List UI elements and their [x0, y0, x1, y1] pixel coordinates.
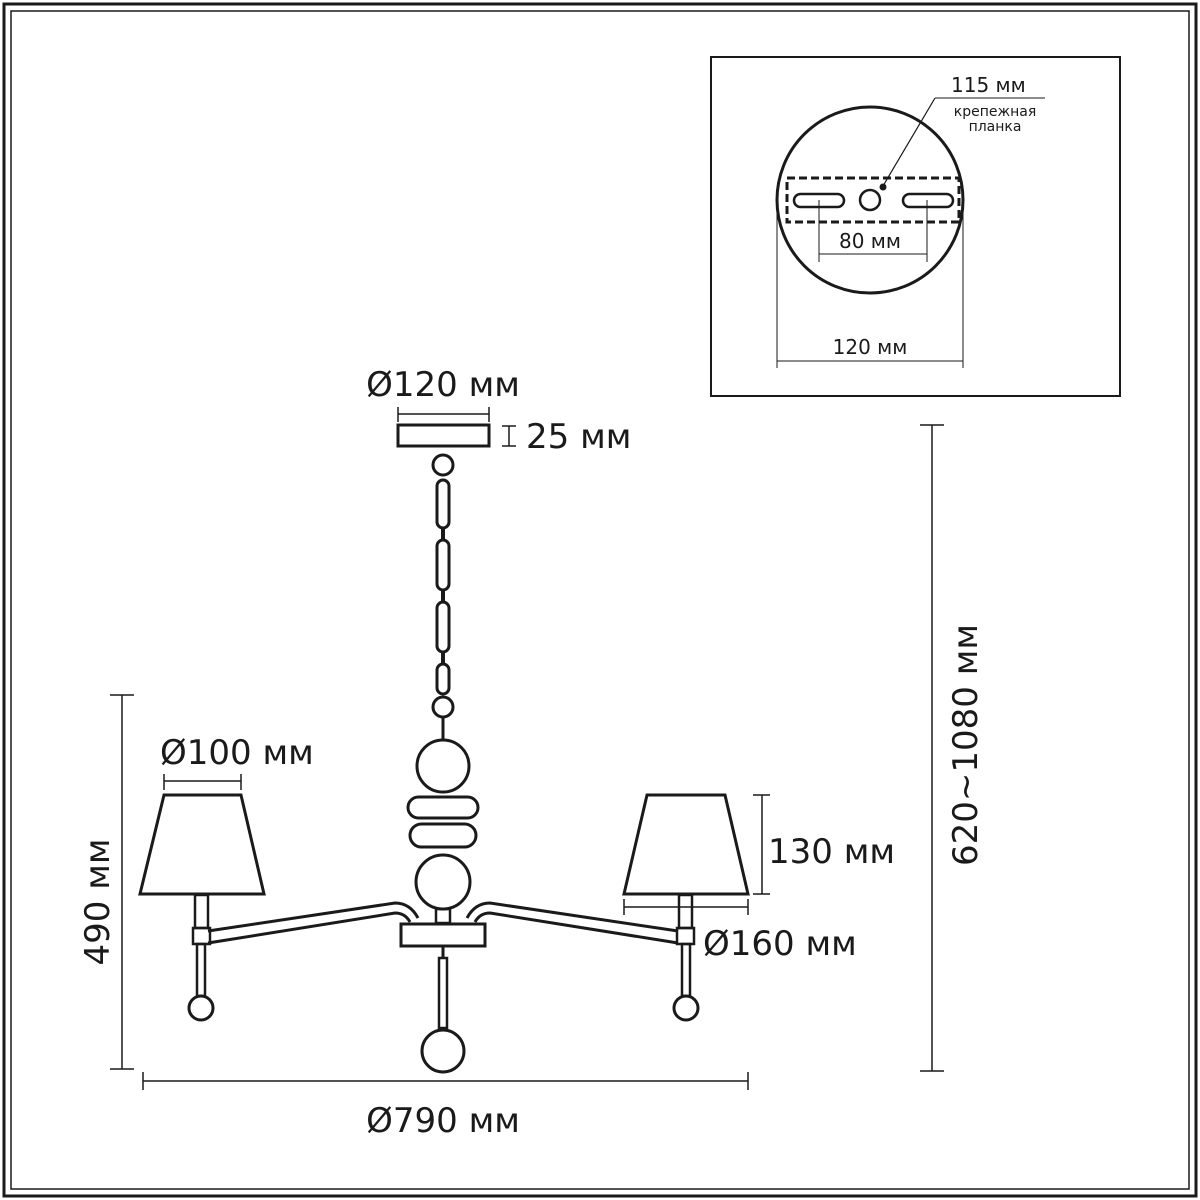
body-height-label: 490 мм [78, 838, 118, 965]
shade-bottom-label: Ø160 мм [703, 924, 857, 964]
shade-top-label: Ø100 мм [160, 733, 314, 773]
plate-name-line2: планка [969, 119, 1022, 135]
canopy [396, 423, 491, 448]
shade-top-dimension: Ø100 мм [160, 733, 314, 790]
left-socket [193, 893, 210, 930]
canopy-height-dimension: 25 мм [502, 417, 631, 457]
base-circle [775, 105, 965, 295]
total-height-label: 620~1080 мм [946, 624, 986, 866]
shade-bottom-dimension: Ø160 мм [623, 899, 857, 964]
shade-height-dimension: 130 мм [753, 794, 895, 895]
chain [431, 453, 455, 740]
plate-length-label: 115 мм [951, 73, 1026, 97]
column-ball-bottom [414, 853, 472, 911]
hole-spacing-label: 80 мм [839, 229, 901, 253]
arm-hub [399, 922, 487, 948]
total-diameter-label: Ø790 мм [366, 1101, 520, 1141]
right-arm [465, 793, 750, 1022]
mounting-plate-outline [785, 176, 961, 224]
column-disc-1 [406, 795, 480, 820]
body-height-dimension: 490 мм [78, 694, 134, 1070]
mounting-plate-inset: 115 мм крепежная планка 80 мм 120 мм [710, 56, 1121, 397]
left-arm [138, 793, 420, 1022]
canopy-diameter-label: Ø120 мм [366, 365, 520, 405]
total-height-dimension: 620~1080 мм [920, 424, 986, 1072]
right-finial [672, 994, 700, 1022]
total-diameter-dimension: Ø790 мм [142, 1072, 749, 1141]
bottom-finial [420, 1028, 466, 1074]
center-hole [858, 188, 882, 212]
column-ball-top [415, 738, 471, 794]
left-shade [138, 793, 266, 896]
plate-name-line1: крепежная [954, 104, 1037, 120]
chandelier [138, 423, 750, 1074]
right-socket [677, 893, 694, 930]
inset-frame [710, 56, 1121, 397]
left-finial [187, 994, 215, 1022]
shade-height-label: 130 мм [768, 832, 895, 872]
canopy-height-label: 25 мм [526, 417, 631, 457]
base-diameter-label: 120 мм [833, 335, 908, 359]
slot-right [901, 192, 955, 209]
center-column [399, 738, 487, 1074]
column-disc-2 [408, 822, 478, 849]
canopy-diameter-dimension: Ø120 мм [366, 365, 520, 422]
right-shade [622, 793, 750, 896]
